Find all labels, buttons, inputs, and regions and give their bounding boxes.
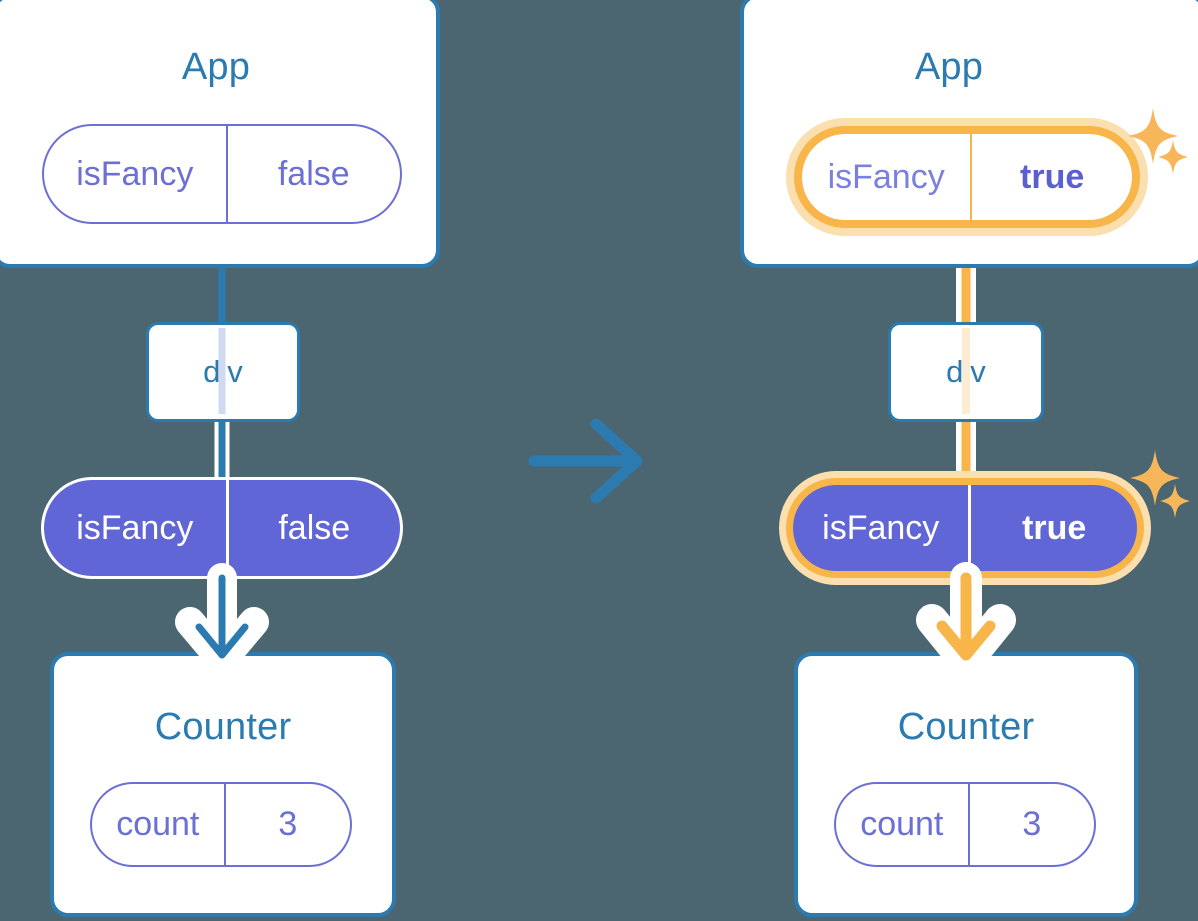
propagation-arrow-after <box>916 562 1016 678</box>
passed-prop-key-before: isFancy <box>76 508 194 547</box>
app-title-after: App <box>914 46 984 88</box>
app-prop-value-before: false <box>225 126 400 222</box>
dom-div-node-before: div <box>146 322 300 422</box>
counter-prop-key-before: count <box>116 805 200 843</box>
passed-prop-value-after: true <box>968 485 1137 571</box>
arrow-right-icon <box>528 418 643 504</box>
app-prop-pill-after: isFancy true <box>794 126 1140 228</box>
counter-prop-pill-before: count 3 <box>90 782 352 867</box>
counter-prop-pill-after: count 3 <box>834 782 1096 867</box>
counter-title-after: Counter <box>897 706 1035 748</box>
passed-prop-pill-after: isFancy true <box>786 478 1144 578</box>
passed-prop-pill-before: isFancy false <box>41 477 403 579</box>
dom-div-label-before: div <box>203 354 243 389</box>
passed-prop-key-after: isFancy <box>822 508 940 547</box>
counter-prop-key-after: count <box>860 805 944 843</box>
app-prop-key-after: isFancy <box>827 157 945 196</box>
app-title-before: App <box>181 46 251 88</box>
counter-prop-value-before: 3 <box>223 784 350 865</box>
dom-div-node-after: div <box>888 322 1044 422</box>
app-prop-key-before: isFancy <box>76 154 194 193</box>
app-prop-value-after: true <box>970 134 1132 220</box>
counter-component-box-before: Counter <box>50 652 396 917</box>
counter-title-before: Counter <box>154 706 292 748</box>
app-prop-pill-before: isFancy false <box>42 124 402 224</box>
passed-prop-value-before: false <box>225 480 400 576</box>
counter-prop-value-after: 3 <box>967 784 1094 865</box>
dom-div-label-after: div <box>946 354 986 389</box>
propagation-arrow-before <box>175 563 269 675</box>
